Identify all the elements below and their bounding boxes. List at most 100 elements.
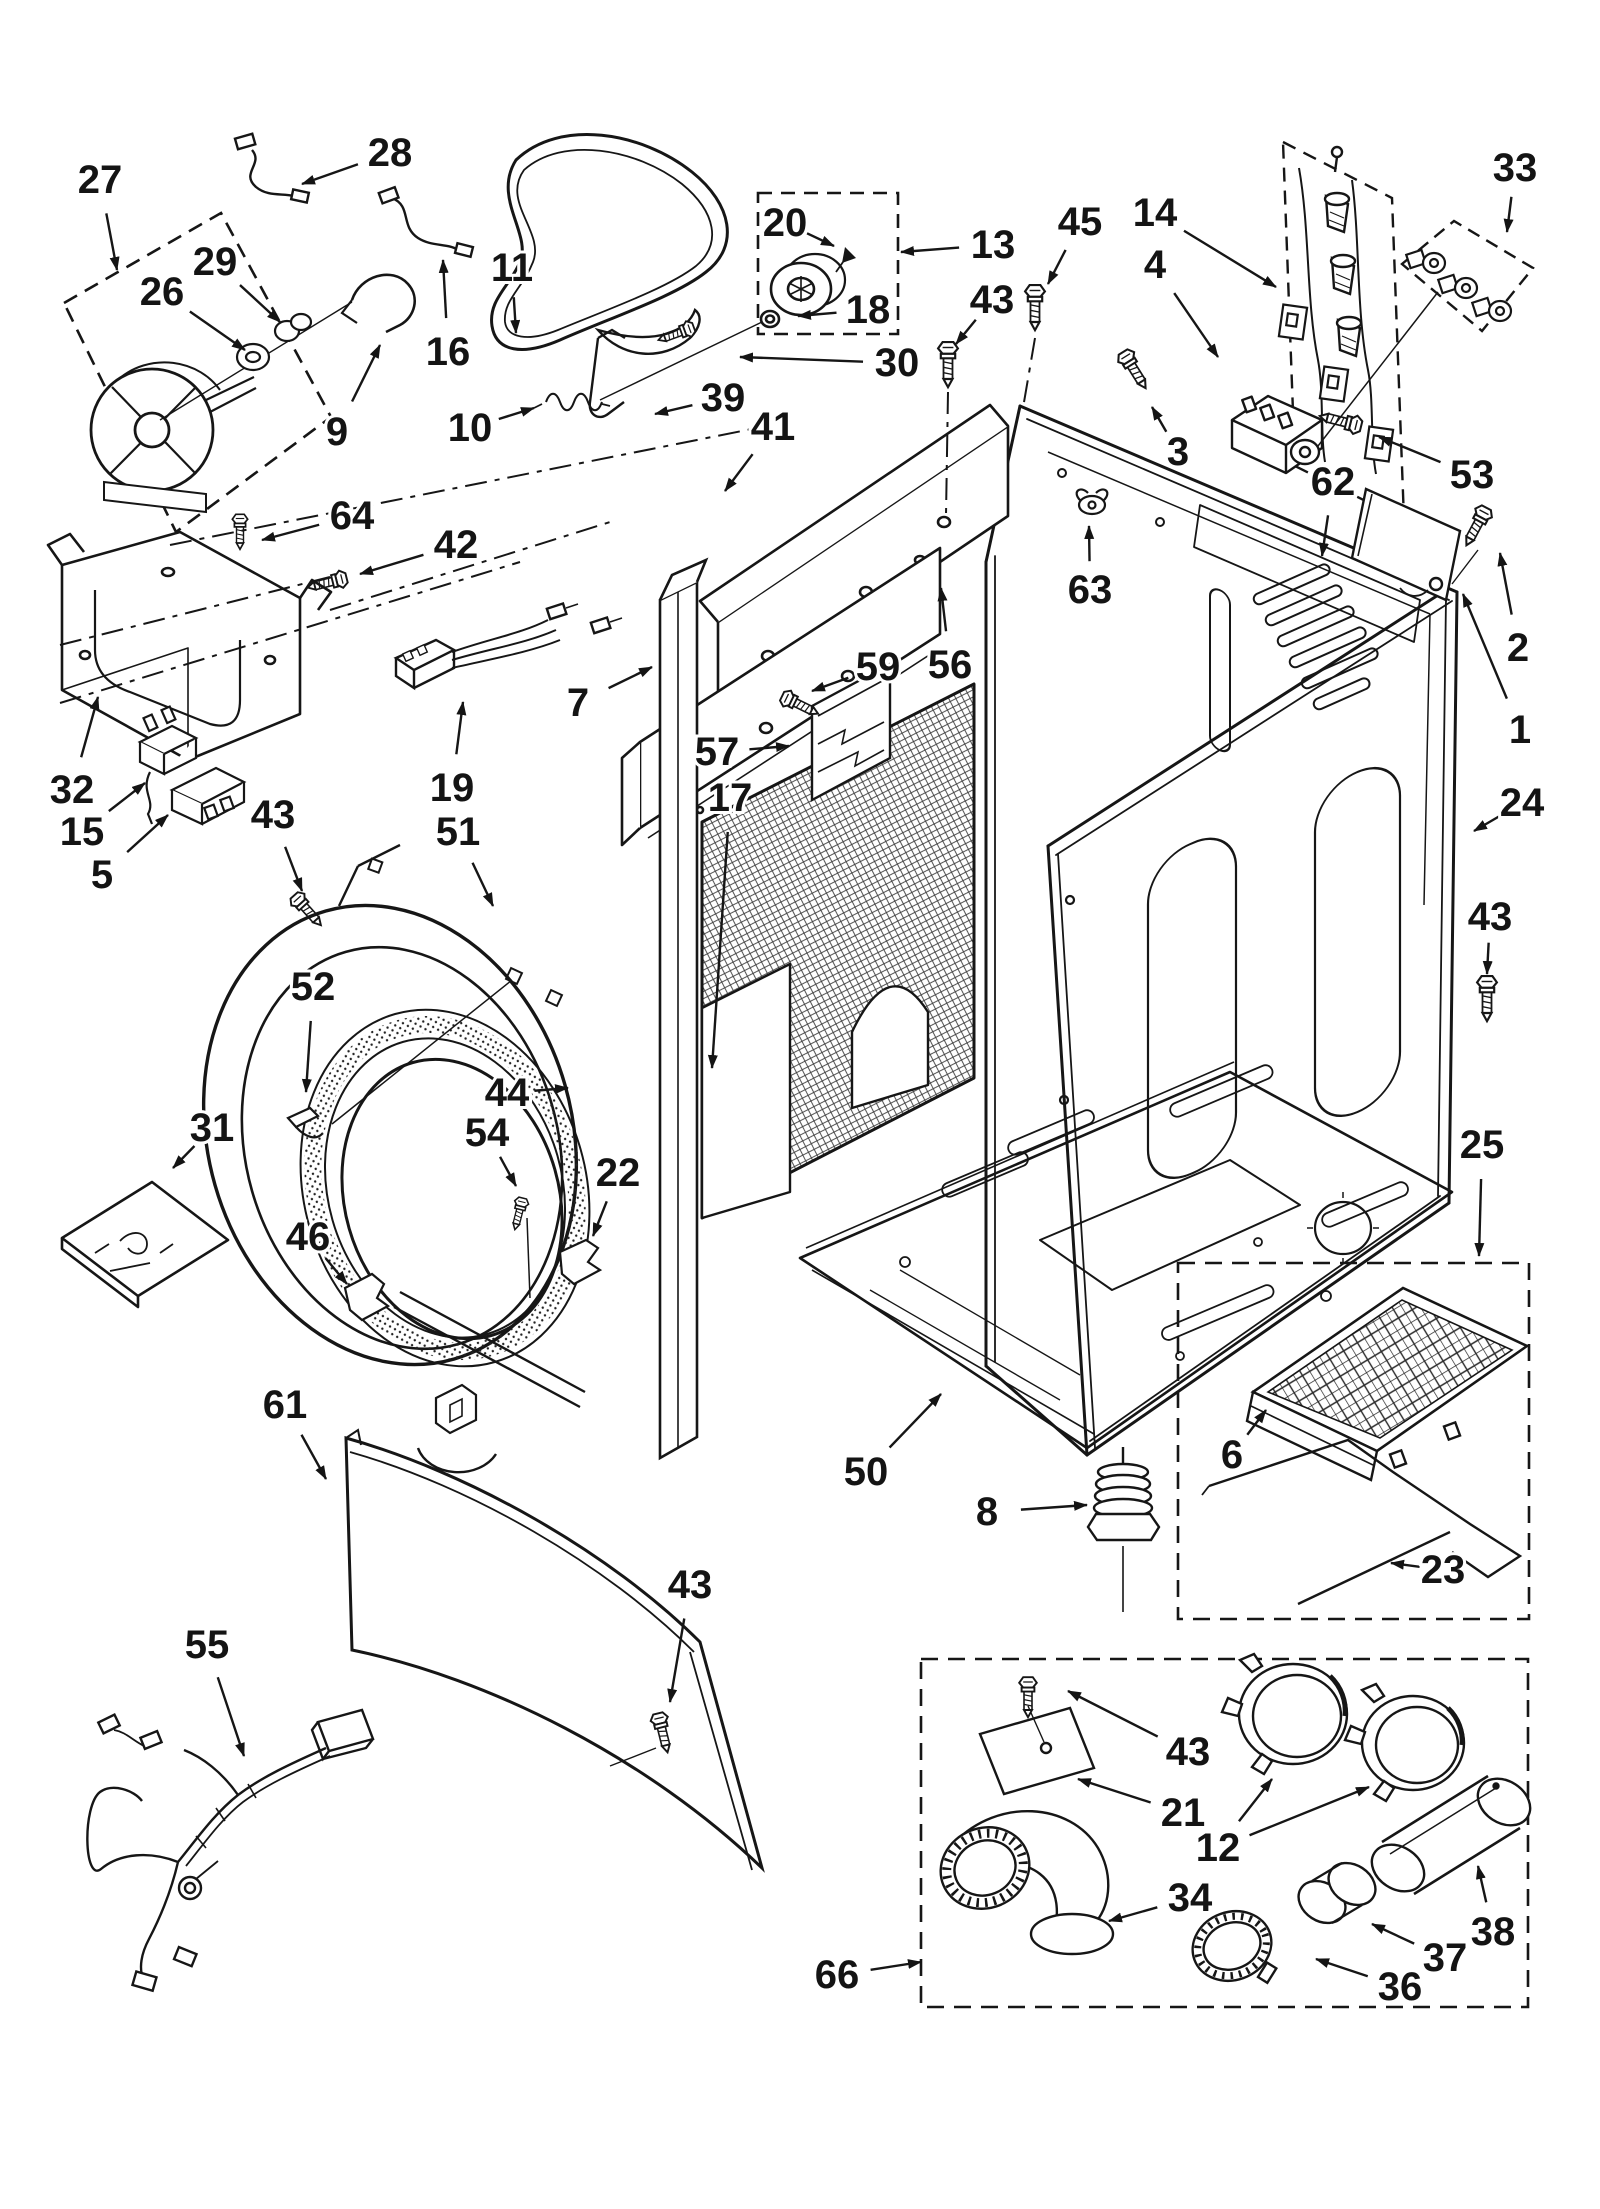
insulation-panel: [700, 682, 976, 1220]
part-number-14: 14: [1133, 191, 1178, 235]
callout-43: 43: [1067, 1689, 1213, 1777]
part-number-61: 61: [263, 1383, 308, 1427]
part-number-30: 30: [875, 341, 920, 385]
callout-59: 59: [811, 642, 903, 693]
part-number-41: 41: [751, 405, 796, 449]
callout-38: 38: [1468, 1865, 1518, 1957]
pin-20: [842, 247, 856, 263]
part-number-62: 62: [1311, 460, 1356, 504]
callout-31: 31: [172, 1103, 237, 1169]
vent-slats: [1252, 563, 1379, 711]
wing-nut: [1075, 488, 1109, 516]
callout-57: 57: [692, 727, 790, 777]
bulkhead-side-panel: [658, 557, 709, 1461]
main-harness: [393, 601, 623, 691]
callout-41: 41: [724, 402, 798, 492]
callout-43: 43: [955, 275, 1017, 345]
callout-9: 9: [323, 344, 382, 457]
part-number-43: 43: [668, 1563, 713, 1607]
callout-52: 52: [288, 962, 338, 1093]
part-number-23: 23: [1421, 1548, 1466, 1592]
hole-plate: [978, 1705, 1096, 1796]
lint-screen-group: [1176, 1261, 1531, 1621]
callout-26: 26: [137, 267, 246, 351]
callout-42: 42: [359, 520, 481, 576]
tech-sheet-label: [810, 661, 892, 803]
terminal-clips-box: [1400, 219, 1535, 333]
callout-61: 61: [260, 1380, 328, 1480]
callout-20: 20: [760, 198, 835, 248]
part-number-32: 32: [50, 768, 95, 812]
felt-seal-wire: [1208, 1438, 1523, 1579]
motor-dashed-box: [62, 211, 333, 534]
part-number-45: 45: [1058, 200, 1103, 244]
part-number-8: 8: [976, 1490, 998, 1534]
part-number-13: 13: [971, 223, 1016, 267]
part-number-42: 42: [434, 523, 479, 567]
phantom-lines: [59, 337, 1036, 704]
part-number-11: 11: [491, 246, 533, 290]
terminal-block: [1230, 291, 1439, 475]
callout-64: 64: [261, 491, 378, 542]
callout-8: 8: [973, 1487, 1088, 1537]
callout-22: 22: [591, 1148, 643, 1237]
callout-1: 1: [1461, 593, 1534, 755]
part-number-52: 52: [291, 965, 336, 1009]
part-number-53: 53: [1450, 453, 1495, 497]
callout-18: 18: [797, 285, 893, 335]
part-number-31: 31: [190, 1106, 235, 1150]
part-number-25: 25: [1460, 1123, 1505, 1167]
part-number-18: 18: [846, 288, 891, 332]
part-number-33: 33: [1493, 146, 1538, 190]
callout-32: 32: [47, 696, 100, 815]
part-number-10: 10: [448, 406, 493, 450]
part-number-63: 63: [1068, 568, 1113, 612]
callout-12: 12: [1193, 1778, 1370, 1873]
callout-28: 28: [301, 128, 415, 186]
part-number-54: 54: [465, 1111, 510, 1155]
part-number-43: 43: [970, 278, 1015, 322]
side-panel-details: [1058, 766, 1402, 1264]
callout-3: 3: [1150, 406, 1192, 477]
door-clips: [286, 1106, 603, 1322]
part-number-17: 17: [708, 776, 753, 820]
part-number-2: 2: [1507, 626, 1529, 670]
part-number-24: 24: [1500, 781, 1545, 825]
callout-24: 24: [1473, 778, 1548, 833]
callout-19: 19: [427, 701, 477, 813]
part-number-56: 56: [928, 643, 973, 687]
part-number-39: 39: [701, 376, 746, 420]
callout-14: 14: [1130, 188, 1277, 289]
callout-53: 53: [1378, 435, 1497, 500]
back-panel-details: [1047, 451, 1431, 906]
callout-63: 63: [1065, 525, 1115, 615]
callout-56: 56: [925, 587, 975, 690]
vent-caps: [1220, 1652, 1466, 1803]
callout-23: 23: [1390, 1545, 1468, 1595]
callout-33: 33: [1490, 143, 1540, 233]
lower-access-panel: [344, 1428, 765, 1873]
part-number-3: 3: [1167, 430, 1189, 474]
callout-17: 17: [705, 773, 755, 1069]
callout-10: 10: [445, 403, 535, 453]
duct-ring: [1297, 1861, 1377, 1925]
part-number-46: 46: [286, 1215, 331, 1259]
part-number-51: 51: [436, 810, 481, 854]
part-number-37: 37: [1423, 1936, 1468, 1980]
callout-11: 11: [488, 243, 536, 334]
callout-7: 7: [564, 665, 653, 728]
callout-37: 37: [1371, 1922, 1470, 1983]
thermal-switches: [137, 705, 247, 826]
part-number-22: 22: [596, 1151, 641, 1195]
callout-43: 43: [665, 1560, 715, 1703]
callout-46: 46: [283, 1212, 348, 1285]
sound-pad: [60, 1180, 230, 1309]
wiring-harness: [86, 1708, 375, 1993]
callout-62: 62: [1308, 457, 1358, 557]
part-number-57: 57: [695, 730, 740, 774]
part-number-43: 43: [1166, 1730, 1211, 1774]
base-pan: [798, 1061, 1454, 1450]
part-number-36: 36: [1378, 1965, 1423, 2009]
callout-55: 55: [182, 1620, 246, 1757]
